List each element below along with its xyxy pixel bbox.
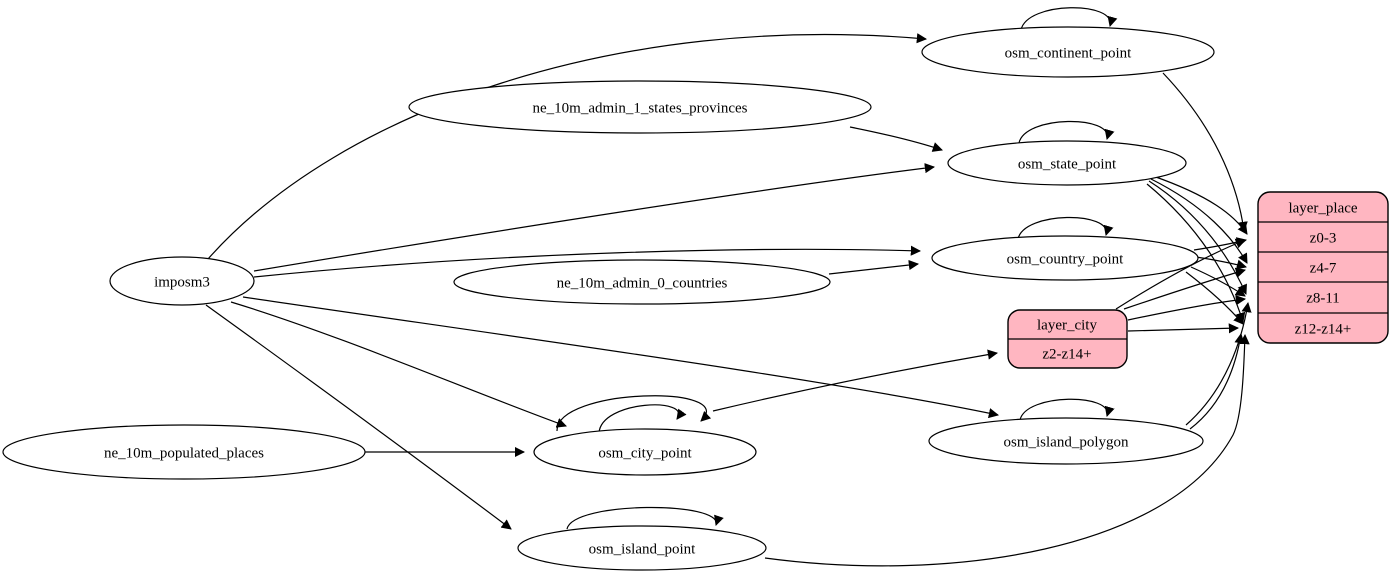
node-ne_10m_populated_places-label: ne_10m_populated_places [104,445,264,461]
edge-imposm3-osm_city_point [230,301,567,428]
node-ne_10m_populated_places-shape [2,424,366,480]
node-ne_10m_admin_0_countries-shape [453,259,831,305]
selfloop-osm_continent_point [1020,7,1118,31]
edge-osm_state_point-layer_place-z4-7 [1150,178,1248,264]
selfloop-osm_state_point [1018,120,1115,144]
node-imposm3-label: imposm3 [154,274,210,290]
edge-ne_10m_admin_0_countries-osm_country_point [828,259,920,275]
node-imposm3-shape [109,256,255,306]
edge-osm_state_point-layer_place-z8-11 [1148,180,1247,295]
node-osm_continent_point: osm_continent_point [921,26,1215,78]
edge-imposm3-osm_state_point [253,163,936,272]
selfloop-osm_island_polygon [1019,398,1115,421]
node-ne_10m_admin_0_countries-label: ne_10m_admin_0_countries [557,275,728,291]
node-imposm3: imposm3 [109,256,255,306]
edge-ne_10m_admin_1_states_provinces-osm_state_point [849,126,943,152]
record-layer_city-title: layer_city [1037,317,1097,333]
edge-osm_country_point-layer_place-z4-7 [1195,256,1247,270]
edge-osm_state_point-layer_place-z12-z14 [1146,183,1246,323]
edge-osm_island_polygon-layer_place-z8-11 [1185,301,1252,426]
selfloop-inner-osm_city_point [598,404,687,434]
record-layer_place-row-z12-z14: z12-z14+ [1295,321,1352,337]
record-layer_city: layer_city z2-z14+ [1007,309,1128,369]
record-layer_place-box [1257,191,1389,344]
edge-imposm3-osm_continent_point [207,33,928,260]
edge-osm_island_polygon-layer_place-z12-z14 [1189,332,1245,430]
node-osm_island_polygon-label: osm_island_polygon [1003,434,1129,450]
node-osm_country_point-shape [931,235,1199,281]
node-osm_state_point-shape [947,140,1187,186]
node-osm_country_point: osm_country_point [931,235,1199,281]
edges-group [205,7,1252,567]
node-osm_island_polygon-shape [928,417,1204,465]
record-layer_place-title: layer_place [1288,200,1357,216]
record-layer_place: layer_place z0-3 z4-7 z8-11 z12-z14+ [1257,191,1389,344]
node-osm_island_point-label: osm_island_point [589,541,697,557]
edge-osm_city_point-layer_city [712,349,999,412]
node-osm_island_polygon: osm_island_polygon [928,417,1204,465]
edge-osm_country_point-layer_place-z0-3 [1193,237,1247,251]
record-layer_place-row-z4-7: z4-7 [1310,260,1337,276]
node-osm_continent_point-label: osm_continent_point [1005,45,1132,61]
selfloop-osm_island_point [566,506,724,530]
edge-osm_continent_point-layer_place-z0-3 [1162,72,1248,233]
node-osm_state_point: osm_state_point [947,140,1187,186]
node-osm_continent_point-shape [921,26,1215,78]
selfloop-outer-osm_city_point [556,395,712,432]
node-osm_city_point-shape [533,428,757,476]
node-osm_city_point: osm_city_point [533,428,757,476]
node-osm_country_point-label: osm_country_point [1007,251,1124,267]
edge-layer_city-layer_place-z8-11 [1127,295,1247,321]
selfloop-osm_country_point [1017,216,1114,240]
node-ne_10m_admin_1_states_provinces-label: ne_10m_admin_1_states_provinces [533,100,748,116]
record-layer_place-row-z0-3: z0-3 [1310,230,1337,246]
edge-imposm3-osm_island_polygon [242,296,999,419]
node-osm_island_point-shape [517,525,767,571]
node-ne_10m_populated_places: ne_10m_populated_places [2,424,366,480]
edge-layer_city-layer_place-z12-z14 [1127,323,1240,334]
edge-osm_island_point-layer_place-z12-z14 [764,333,1250,567]
node-osm_island_point: osm_island_point [517,525,767,571]
record-layer_city-row-z2-z14: z2-z14+ [1042,346,1091,362]
edge-imposm3-osm_island_point [205,304,512,530]
node-ne_10m_admin_1_states_provinces-shape [408,80,872,134]
edge-imposm3-osm_country_point [253,245,922,278]
node-ne_10m_admin_0_countries: ne_10m_admin_0_countries [453,259,831,305]
node-osm_state_point-label: osm_state_point [1018,156,1117,172]
node-osm_city_point-label: osm_city_point [598,445,692,461]
node-ne_10m_admin_1_states_provinces: ne_10m_admin_1_states_provinces [408,80,872,134]
record-layer_place-row-z8-11: z8-11 [1306,290,1340,306]
